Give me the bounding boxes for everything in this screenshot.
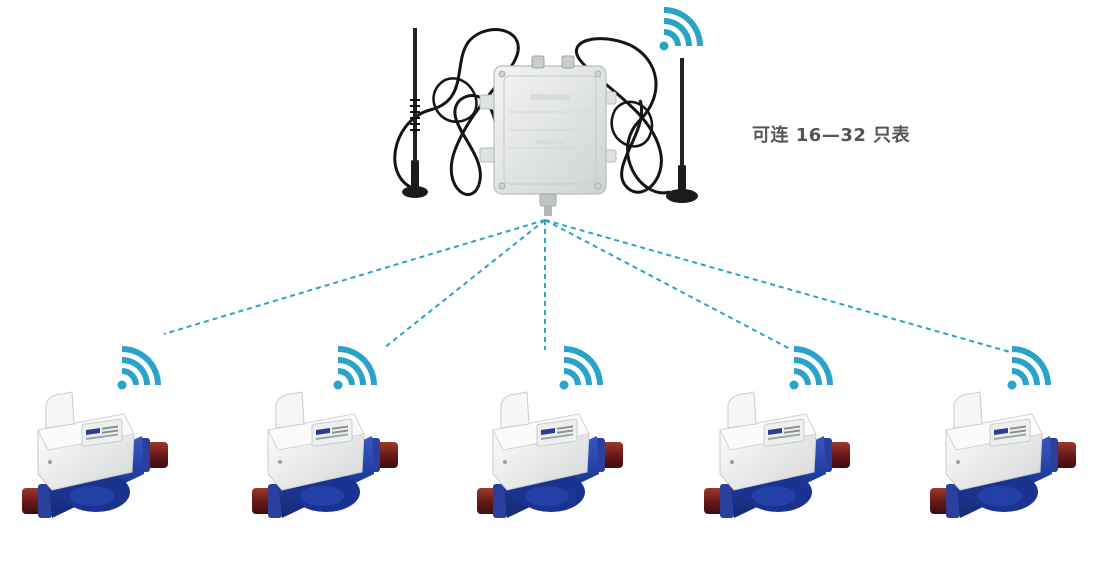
dashed-link-2 bbox=[383, 219, 546, 349]
gateway-enclosure bbox=[479, 55, 617, 216]
wifi-icon bbox=[1007, 346, 1051, 390]
water-meter-icon bbox=[929, 391, 1077, 519]
water-meter-icon bbox=[251, 391, 399, 519]
wifi-icon bbox=[333, 346, 377, 390]
antenna-cable-left bbox=[393, 28, 520, 196]
dashed-link-5 bbox=[544, 219, 1011, 353]
right-antenna bbox=[666, 58, 698, 203]
water-meter-icon bbox=[703, 391, 851, 519]
wireless-links bbox=[163, 219, 1011, 353]
wifi-icon bbox=[117, 346, 161, 390]
capacity-caption: 可连 16—32 只表 bbox=[752, 125, 911, 146]
wifi-icon bbox=[659, 7, 703, 51]
wifi-icon bbox=[559, 346, 603, 390]
antenna-cable-right bbox=[575, 37, 671, 195]
wifi-icon bbox=[789, 346, 833, 390]
dashed-link-1 bbox=[163, 219, 546, 335]
water-meter-icon bbox=[21, 391, 169, 519]
left-antenna bbox=[402, 28, 428, 198]
dashed-link-4 bbox=[544, 219, 793, 351]
water-meter-icon bbox=[476, 391, 624, 519]
gateway-unit bbox=[393, 28, 698, 216]
water-meters bbox=[21, 391, 1077, 519]
